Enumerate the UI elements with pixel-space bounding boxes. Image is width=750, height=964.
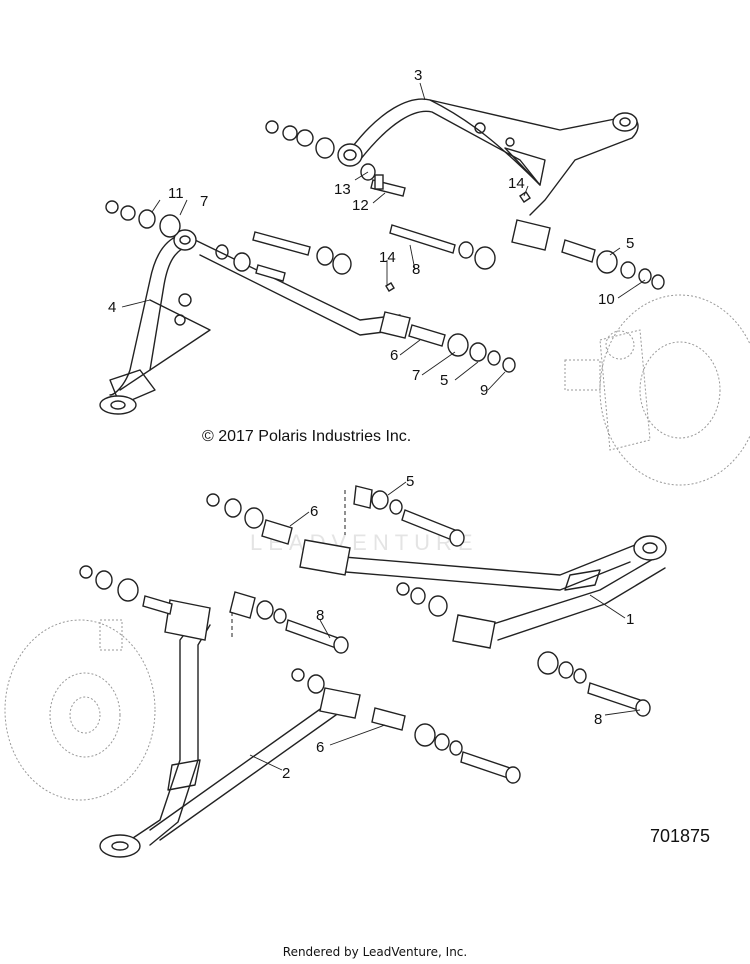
- callout-14[interactable]: 14: [379, 249, 396, 266]
- callout-14[interactable]: 14: [508, 175, 525, 192]
- callout-10[interactable]: 10: [598, 291, 615, 308]
- callout-7[interactable]: 7: [412, 367, 420, 384]
- lower-a-arm-1[interactable]: [299, 535, 667, 649]
- footer-credit: Rendered by LeadVenture, Inc.: [282, 945, 468, 959]
- callout-6[interactable]: 6: [310, 503, 318, 520]
- upper-arm-4-hardware: [105, 200, 516, 373]
- upper-a-arm-3[interactable]: [337, 98, 639, 251]
- lower-a-arm-2[interactable]: [99, 599, 361, 858]
- callout-6[interactable]: 6: [390, 347, 398, 364]
- callout-8[interactable]: 8: [316, 607, 324, 624]
- lower-arm-1-hardware: [206, 485, 651, 717]
- callouts: 3 11 7 4 13 12 14 14 8 5 10 6 7 5 9 5 6 …: [108, 67, 634, 782]
- callout-5[interactable]: 5: [626, 235, 634, 252]
- knuckle-hub-ghost-right: [564, 294, 750, 486]
- callout-7[interactable]: 7: [200, 193, 208, 210]
- callout-1[interactable]: 1: [626, 611, 634, 628]
- diagram-number: 701875: [650, 826, 711, 846]
- callout-2[interactable]: 2: [282, 765, 290, 782]
- upper-arm-hardware: [265, 120, 665, 290]
- brake-rotor-hub-ghost-left: [4, 619, 156, 801]
- callout-13[interactable]: 13: [334, 181, 351, 198]
- callout-9[interactable]: 9: [480, 382, 488, 399]
- callout-12[interactable]: 12: [352, 197, 369, 214]
- callout-8[interactable]: 8: [412, 261, 420, 278]
- callout-6[interactable]: 6: [316, 739, 324, 756]
- callout-4[interactable]: 4: [108, 299, 116, 316]
- leader-lines: [121, 82, 646, 771]
- callout-3[interactable]: 3: [414, 67, 422, 84]
- callout-5[interactable]: 5: [406, 473, 414, 490]
- callout-5[interactable]: 5: [440, 372, 448, 389]
- lower-arm-2-hardware: [79, 565, 521, 784]
- callout-8[interactable]: 8: [594, 711, 602, 728]
- upper-a-arm-4[interactable]: [99, 229, 411, 415]
- copyright-notice: © 2017 Polaris Industries Inc.: [202, 428, 412, 445]
- callout-11[interactable]: 11: [168, 185, 184, 202]
